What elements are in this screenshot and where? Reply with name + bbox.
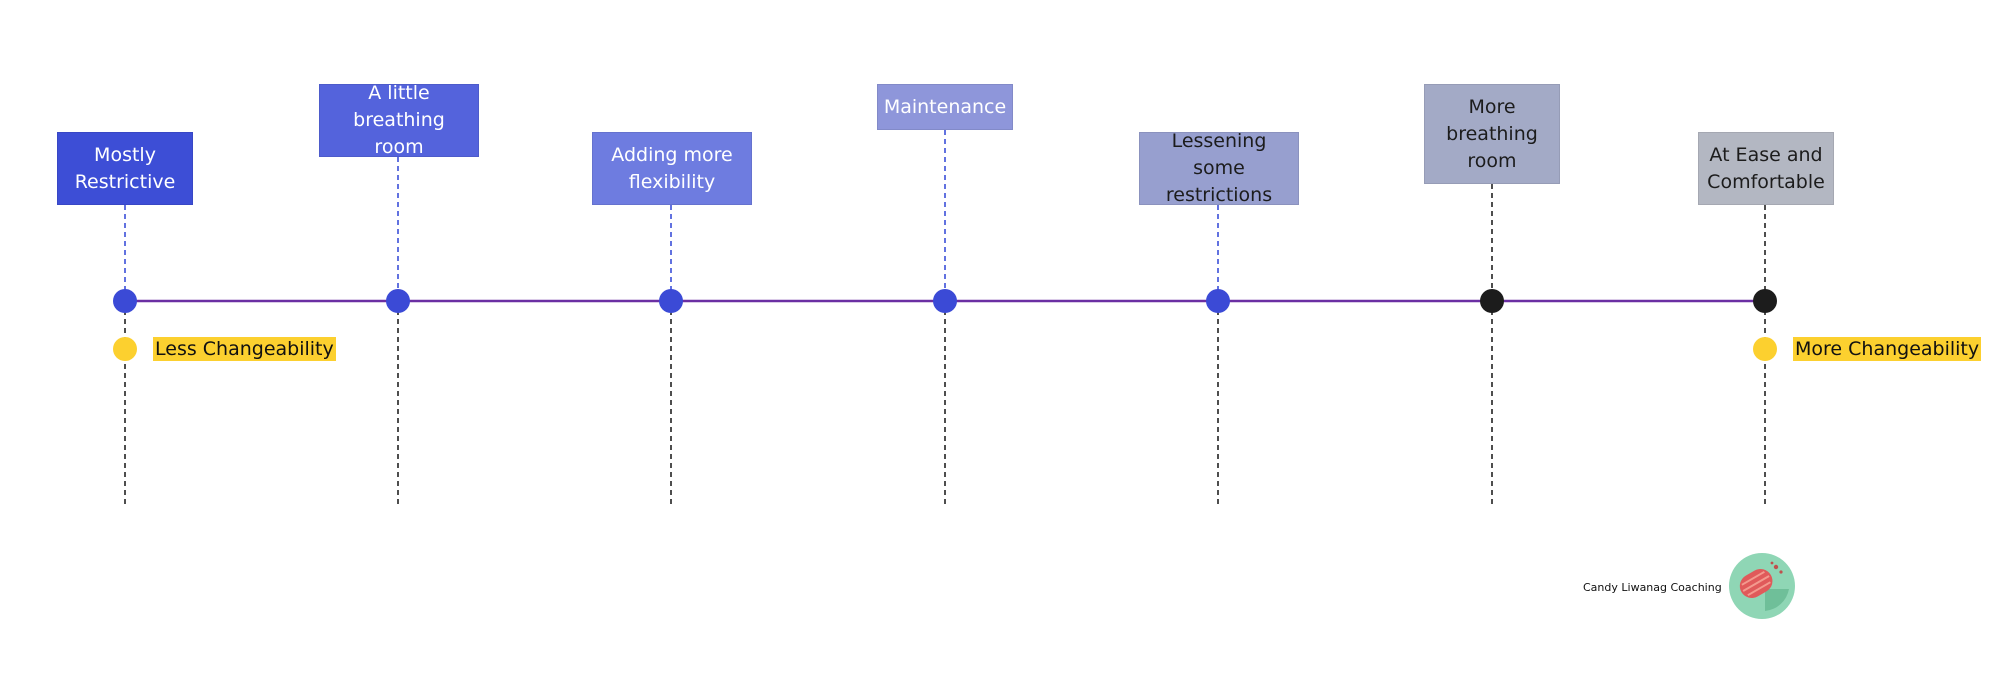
stage-label: Maintenance (883, 95, 1007, 118)
less-changeability-dot (113, 337, 137, 361)
stage-marker (386, 289, 410, 313)
stage-marker (113, 289, 137, 313)
brand-name: Candy Liwanag Coaching (1583, 581, 1722, 594)
stage-box: Lessening some restrictions (1139, 130, 1299, 206)
stage-label: More breathing room (1446, 95, 1538, 172)
stage-box: Mostly Restrictive (57, 132, 193, 205)
stage-label: At Ease and Comfortable (1707, 143, 1825, 193)
less-changeability-label: Less Changeability (153, 337, 336, 361)
stage-box: Adding more flexibility (592, 132, 752, 205)
stage-marker (659, 289, 683, 313)
stage-label: Mostly Restrictive (74, 143, 176, 193)
stage-marker (1480, 289, 1504, 313)
stage-label: Lessening some restrictions (1165, 130, 1273, 206)
stage-marker (933, 289, 957, 313)
stage-box: More breathing room (1424, 84, 1560, 184)
stage-label: Adding more flexibility (611, 143, 733, 193)
stage-box: A little breathing room (319, 82, 479, 158)
more-changeability-label: More Changeability (1793, 337, 1982, 361)
stage-box: At Ease and Comfortable (1698, 132, 1834, 205)
stage-marker (1206, 289, 1230, 313)
stage-label: A little breathing room (353, 82, 445, 158)
more-changeability-dot (1753, 337, 1777, 361)
stage-box: Maintenance (877, 84, 1013, 130)
stage-marker (1753, 289, 1777, 313)
lollipop-logo-icon (1729, 553, 1795, 619)
